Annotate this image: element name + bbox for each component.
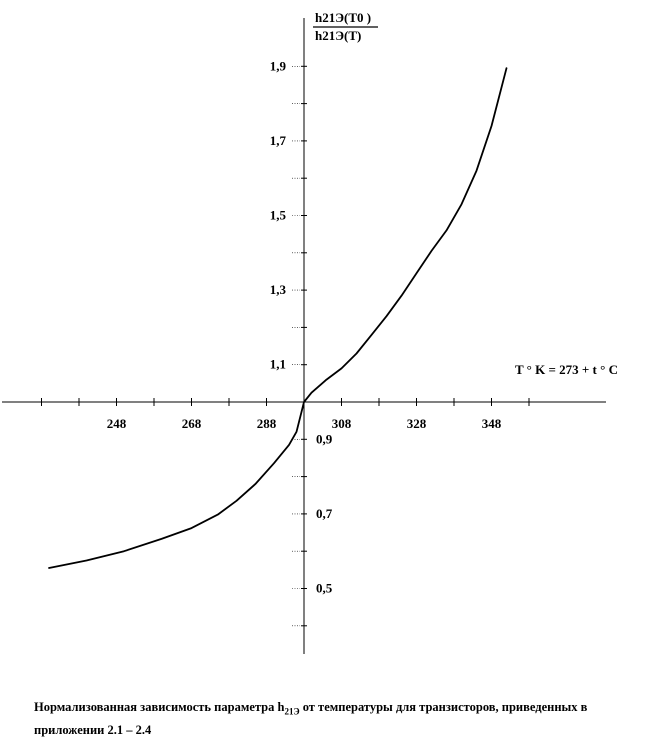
caption-part2: от температуры для транзисторов, приведе… (34, 700, 588, 737)
x-tick-label-1: 268 (182, 416, 202, 431)
axis-titles: h21Э(T0 ) h21Э(T) T ° K = 273 + t ° C (313, 10, 618, 377)
y-tick-label-4: 1,1 (270, 357, 286, 372)
y-axis-title-denominator: h21Э(T) (315, 28, 361, 43)
series-line-0 (48, 67, 508, 569)
y-tick-label-5: 0,9 (316, 431, 333, 446)
x-tick-label-5: 348 (482, 416, 502, 431)
caption-subscript: 21Э (284, 706, 300, 717)
x-tick-label-0: 248 (107, 416, 127, 431)
x-axis-title: T ° K = 273 + t ° C (515, 362, 618, 377)
y-tick-label-2: 1,5 (270, 208, 287, 223)
ticks (41, 65, 530, 627)
y-tick-label-1: 1,7 (270, 133, 287, 148)
x-tick-label-2: 288 (257, 416, 277, 431)
caption-part1: Нормализованная зависимость параметра h (34, 700, 285, 714)
y-axis-title-numerator: h21Э(T0 ) (315, 10, 371, 25)
y-tick-label-6: 0,7 (316, 506, 333, 521)
y-tick-label-7: 0,5 (316, 581, 333, 596)
curve-layer (48, 67, 508, 569)
y-tick-label-3: 1,3 (270, 282, 287, 297)
x-tick-label-4: 328 (407, 416, 427, 431)
y-tick-label-0: 1,9 (270, 58, 287, 73)
x-tick-label-3: 308 (332, 416, 352, 431)
tick-labels: 248 268 288 308 328 348 1,9 1,7 1,5 1,3 1,1 0,9 0,7 0… (107, 58, 502, 595)
figure-caption: Нормализованная зависимость параметра h2… (34, 698, 594, 739)
